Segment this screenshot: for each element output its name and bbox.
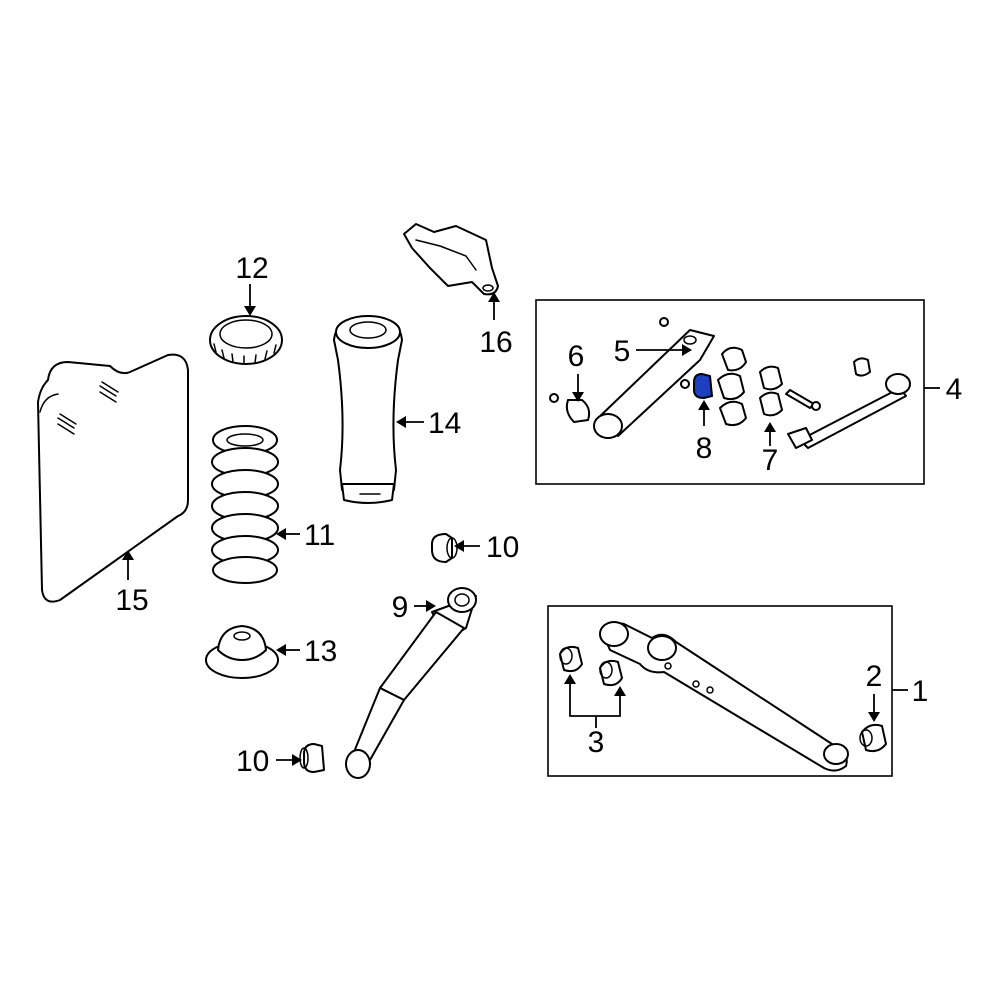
part-9-shock-absorber[interactable] [345,587,477,779]
mount-block [717,346,747,427]
part-7-bushing-a[interactable] [759,365,783,391]
part-5-control-arm[interactable] [593,329,715,439]
part-12-spring-seat[interactable] [209,315,283,365]
callout-1: 1 [912,675,929,708]
leader-lines [122,284,940,766]
callout-2: 2 [866,660,883,693]
part-14-air-spring[interactable] [333,315,403,504]
callout-15: 15 [115,584,148,617]
part-8-bushing-highlighted[interactable] [693,372,714,400]
callout-labels: 12 16 14 11 15 13 10 10 9 6 5 8 7 4 1 2 … [115,252,962,778]
callout-6: 6 [568,340,585,373]
callout-12: 12 [235,252,268,285]
part-6-bushing[interactable] [565,399,591,423]
part-3-bushing-b[interactable] [599,659,623,687]
bolt [680,379,690,389]
part-13-lower-seat[interactable] [205,625,279,679]
part-7-bushing-b[interactable] [759,391,783,417]
part-4-link[interactable] [787,357,911,449]
callout-14: 14 [428,407,461,440]
callout-10-upper: 10 [486,531,519,564]
callout-13: 13 [304,635,337,668]
callout-4: 4 [946,373,963,406]
callout-5: 5 [614,335,631,368]
part-2-bushing[interactable] [859,723,887,753]
part-16-bracket[interactable] [403,223,499,296]
bolt [659,317,669,327]
part-11-coil-spring[interactable] [211,425,279,584]
part-3-bushing-a[interactable] [559,645,583,673]
callout-10-lower: 10 [236,745,269,778]
callout-8: 8 [696,432,713,465]
box-assembly-1 [547,605,893,777]
callout-11: 11 [304,519,335,552]
part-15-shield[interactable] [37,353,189,603]
callout-9: 9 [392,591,409,624]
part-10-bushing-lower[interactable] [299,743,325,773]
callout-3: 3 [588,726,605,759]
bolt [549,393,559,403]
part-1-lower-control-arm[interactable] [599,621,849,772]
part-10-bushing-upper[interactable] [431,533,458,563]
callout-7: 7 [762,444,779,477]
callout-16: 16 [479,326,512,359]
bolt-long [785,389,821,411]
box-assembly-4 [535,299,925,485]
